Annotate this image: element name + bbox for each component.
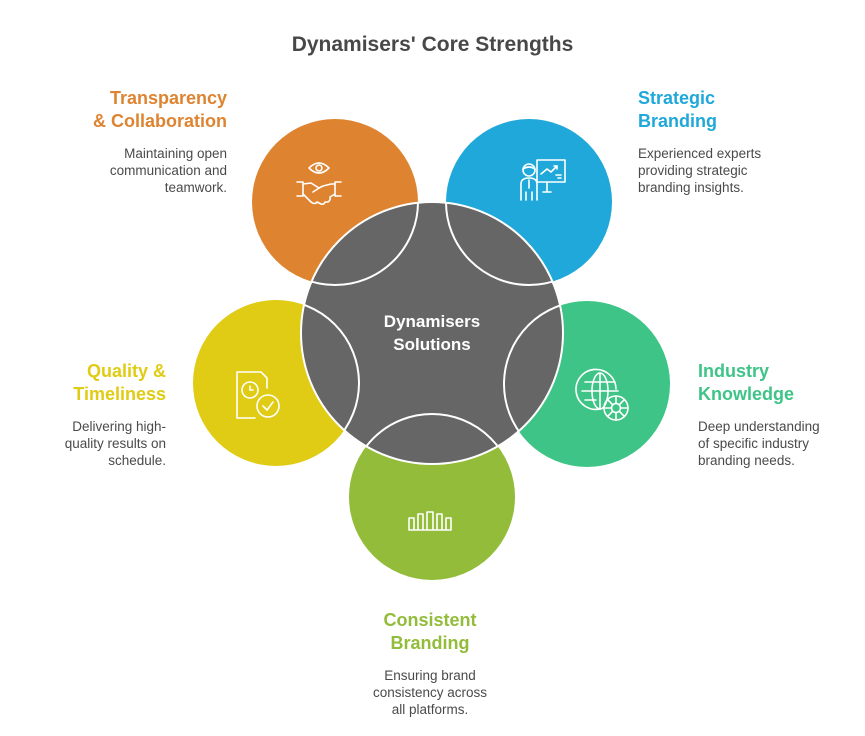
eye-handshake-icon <box>296 162 342 206</box>
title-line: Timeliness <box>73 384 166 404</box>
desc-line: branding needs. <box>698 453 795 468</box>
label-industry-knowledge-title: Industry Knowledge <box>698 360 865 406</box>
title-line: Knowledge <box>698 384 795 404</box>
desc-line: Deep understanding <box>698 419 820 434</box>
label-strategic-branding-title: Strategic Branding <box>638 87 838 133</box>
label-industry-knowledge: Industry Knowledge Deep understanding of… <box>698 360 865 469</box>
label-consistent-branding: Consistent Branding Ensuring brand consi… <box>330 609 530 718</box>
title-line: Transparency <box>109 88 227 108</box>
globe-gear-icon <box>575 368 629 421</box>
wave-pattern-icon <box>408 511 452 531</box>
desc-line: communication and <box>109 163 227 178</box>
label-quality-timeliness: Quality & Timeliness Delivering high- qu… <box>0 360 166 469</box>
center-label: Dynamisers Solutions <box>332 310 532 356</box>
desc-line: Delivering high- <box>72 419 166 434</box>
desc-line: Maintaining open <box>124 146 227 161</box>
desc-line: Experienced experts <box>638 146 762 161</box>
desc-line: all platforms. <box>391 702 469 717</box>
title-line: Branding <box>390 633 470 653</box>
desc-line: quality results on <box>64 436 166 451</box>
center-label-line2: Solutions <box>393 335 471 354</box>
title-line: Branding <box>638 111 717 131</box>
desc-line: schedule. <box>108 453 166 468</box>
label-transparency: Transparency & Collaboration Maintaining… <box>27 87 227 196</box>
desc-line: Ensuring brand <box>384 668 476 683</box>
label-transparency-desc: Maintaining open communication and teamw… <box>27 145 227 196</box>
label-transparency-title: Transparency & Collaboration <box>27 87 227 133</box>
label-consistent-branding-desc: Ensuring brand consistency across all pl… <box>330 667 530 718</box>
label-strategic-branding-desc: Experienced experts providing strategic … <box>638 145 838 196</box>
desc-line: branding insights. <box>638 180 744 195</box>
label-quality-timeliness-title: Quality & Timeliness <box>0 360 166 406</box>
label-consistent-branding-title: Consistent Branding <box>330 609 530 655</box>
title-line: Consistent <box>383 610 477 630</box>
title-line: & Collaboration <box>93 111 227 131</box>
title-line: Quality & <box>86 361 166 381</box>
center-label-line1: Dynamisers <box>383 312 481 331</box>
desc-line: teamwork. <box>164 180 227 195</box>
desc-line: consistency across <box>372 685 488 700</box>
center-circle <box>300 201 564 465</box>
document-clock-check-icon <box>236 371 280 419</box>
label-industry-knowledge-desc: Deep understanding of specific industry … <box>698 418 865 469</box>
label-quality-timeliness-desc: Delivering high- quality results on sche… <box>0 418 166 469</box>
label-strategic-branding: Strategic Branding Experienced experts p… <box>638 87 838 196</box>
overlap-arcs <box>301 202 563 464</box>
title-line: Strategic <box>638 88 716 108</box>
title-line: Industry <box>698 361 770 381</box>
desc-line: of specific industry <box>698 436 810 451</box>
desc-line: providing strategic <box>638 163 748 178</box>
presenter-chart-icon <box>520 159 566 201</box>
diagram-title: Dynamisers' Core Strengths <box>291 33 574 56</box>
